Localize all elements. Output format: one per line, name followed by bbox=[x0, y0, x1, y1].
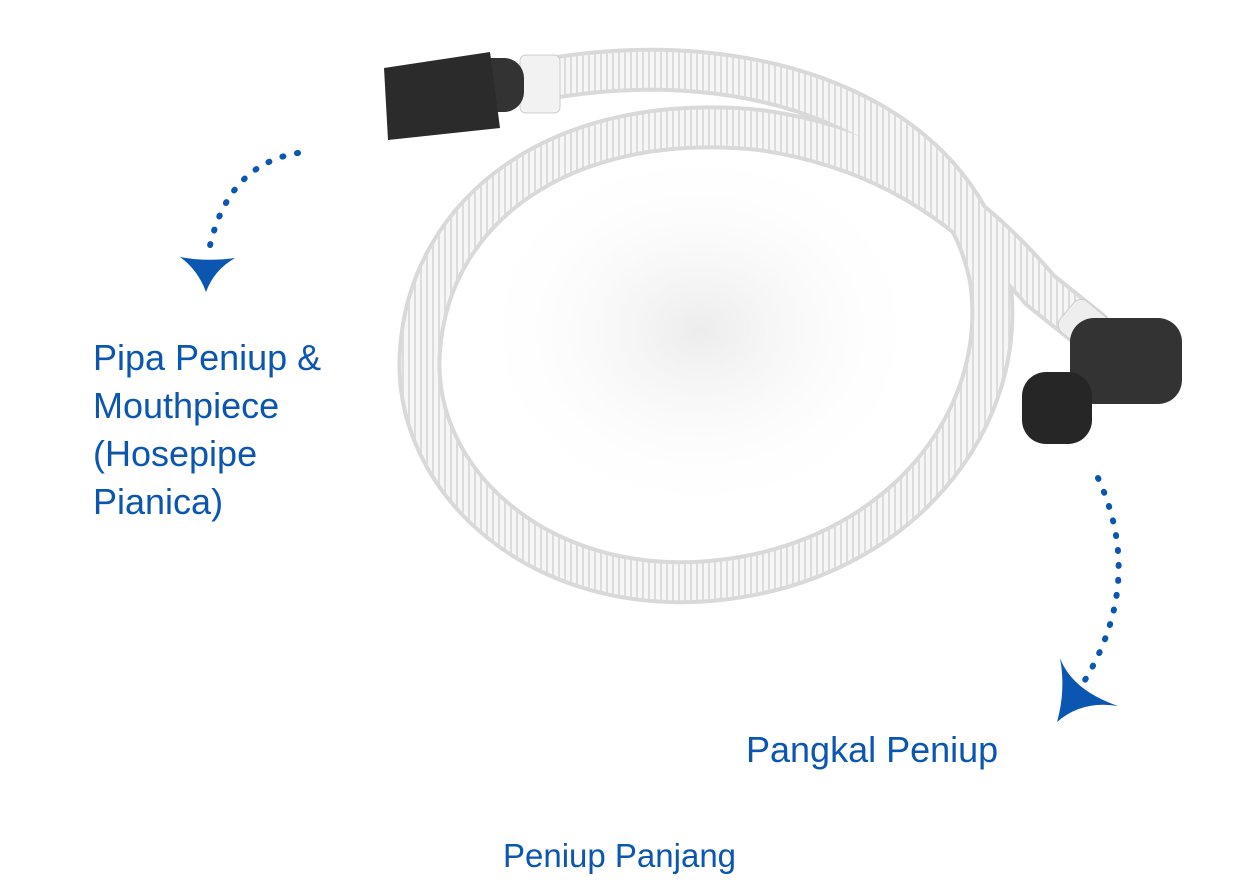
base-connector bbox=[1022, 298, 1182, 444]
mouthpiece-connector bbox=[384, 52, 561, 140]
arrowhead-icon bbox=[180, 257, 235, 292]
base-label: Pangkal Peniup bbox=[746, 729, 999, 770]
arrow-to-mouthpiece bbox=[180, 150, 301, 292]
label-line: (Hosepipe bbox=[93, 433, 258, 474]
arrowhead-icon bbox=[1057, 658, 1118, 722]
hose-ribs bbox=[401, 51, 1108, 601]
mouthpiece-label: Pipa Peniup & Mouthpiece (Hosepipe Piani… bbox=[93, 334, 393, 526]
label-line: Pianica) bbox=[93, 481, 224, 522]
label-line: Pipa Peniup & bbox=[93, 337, 322, 378]
shadow bbox=[470, 140, 930, 520]
label-line: Mouthpiece bbox=[93, 385, 280, 426]
arrow-to-base bbox=[1057, 475, 1122, 722]
caption: Peniup Panjang bbox=[503, 837, 737, 874]
